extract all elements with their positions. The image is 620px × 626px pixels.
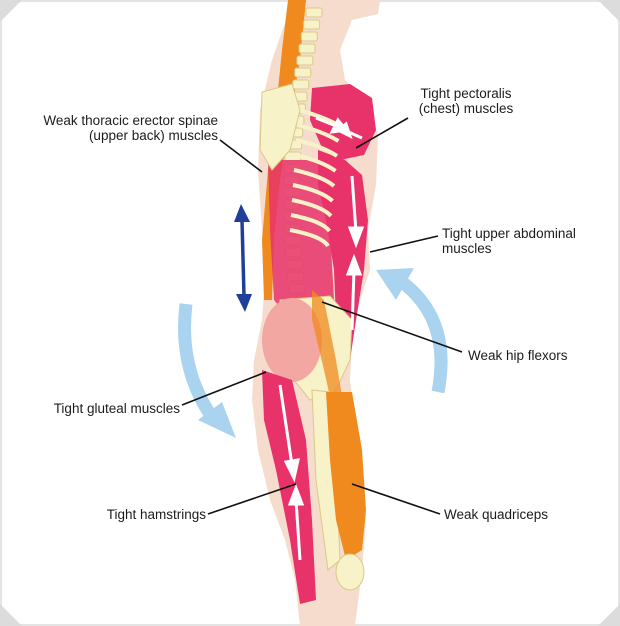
gluteal-muscle [262, 298, 322, 382]
rib [290, 213, 332, 233]
patella-bone [335, 553, 365, 591]
label-thoracic-erector-spinae: Weak thoracic erector spinae (upper back… [4, 113, 218, 143]
label-thoracic-line-1: Weak thoracic erector spinae [43, 113, 218, 128]
corner-bottom-left [0, 604, 22, 626]
vertebra [303, 19, 321, 30]
rib [292, 183, 334, 203]
quadriceps-muscle [326, 392, 366, 560]
corner-top-right [598, 0, 620, 22]
pelvic-tilt-arrow-left [178, 303, 220, 424]
vertebra [298, 43, 316, 54]
label-pectoralis: Tight pectoralis (chest) muscles [398, 86, 534, 116]
rib [289, 228, 330, 248]
muscle-tension-arrows [278, 116, 365, 561]
pelvic-tilt-arrowhead-left [198, 402, 236, 438]
label-pectoralis-line-2: (chest) muscles [418, 101, 514, 116]
rib [294, 153, 337, 173]
pectoralis-muscle [310, 84, 376, 160]
label-hip-flexors: Weak hip flexors [468, 348, 568, 363]
label-thoracic-line-2: (upper back) muscles [88, 128, 218, 143]
rib [291, 198, 333, 218]
oblique-muscle [268, 160, 334, 330]
leader-lines [181, 117, 463, 515]
label-gluteal: Tight gluteal muscles [53, 401, 180, 416]
vertebra [296, 55, 314, 66]
rib-cage [289, 108, 341, 248]
vertebra [292, 79, 310, 90]
pelvic-tilt-arrowhead-right [376, 268, 414, 300]
rib [295, 138, 339, 158]
label-pectoralis-line-1: Tight pectoralis [420, 86, 512, 101]
label-abdominal-line-2: muscles [442, 241, 492, 256]
pelvic-tilt-arrow-right [397, 276, 448, 394]
abdominal-muscle [318, 150, 368, 360]
label-abdominal-line-1: Tight upper abdominal [442, 226, 576, 241]
vertebra [294, 67, 312, 78]
corner-bottom-right [598, 604, 620, 626]
rib [296, 123, 340, 143]
rib [293, 168, 336, 188]
label-upper-abdominal: Tight upper abdominal muscles [442, 226, 576, 256]
label-hamstrings: Tight hamstrings [106, 507, 206, 522]
vertebra [305, 7, 323, 18]
hip-flexor-muscle [312, 290, 346, 424]
scapula-bone [259, 83, 301, 171]
label-quadriceps: Weak quadriceps [444, 507, 549, 522]
extension-double-arrow [234, 204, 252, 312]
corner-top-left [0, 0, 22, 22]
vertebra [300, 31, 318, 42]
